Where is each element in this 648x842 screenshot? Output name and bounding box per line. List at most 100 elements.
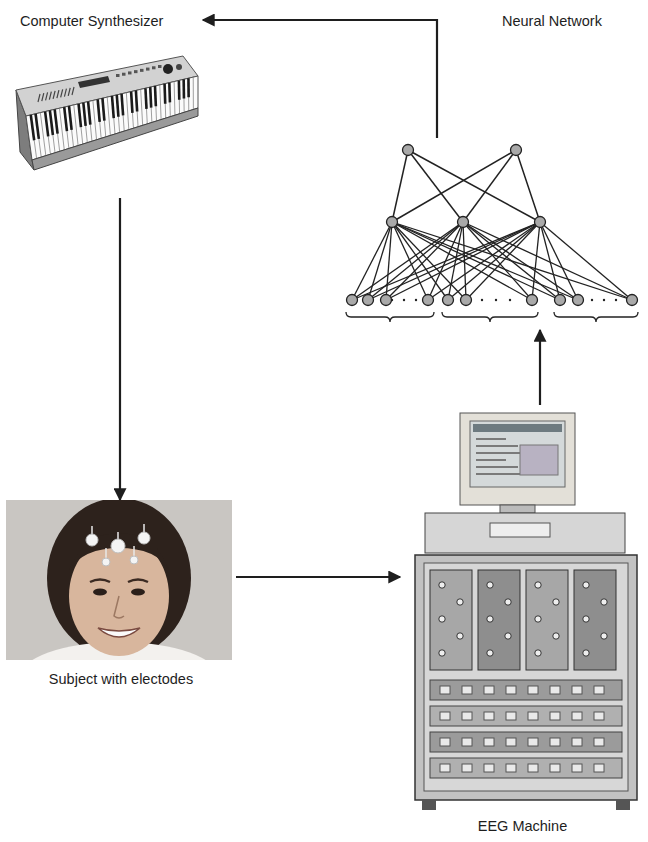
eeg-machine-picture-part: [422, 800, 436, 810]
ellipsis-dot: [481, 299, 483, 301]
ellipsis-dot: [603, 299, 605, 301]
synthesizer-picture-part: [145, 88, 147, 124]
eeg-machine-picture-part: [535, 616, 541, 622]
synthesizer-picture-part: [131, 92, 133, 129]
synthesizer-picture-part: [165, 84, 166, 118]
synthesizer-picture-part: [32, 108, 198, 170]
eeg-machine-picture-part: [550, 764, 560, 772]
eeg-machine-picture-part: [594, 712, 604, 720]
network-picture-part: [463, 150, 516, 222]
node-label: Computer Synthesizer: [20, 13, 163, 30]
eeg-machine-picture-part: [553, 599, 559, 605]
synthesizer-picture-part: [160, 85, 161, 120]
synthesizer-picture-part: [88, 102, 92, 142]
eeg-machine-picture-part: [425, 513, 625, 553]
node-label: Neural Network: [502, 13, 602, 30]
synthesizer-picture-part: [145, 88, 146, 109]
neuron: [347, 295, 358, 306]
eeg-machine-picture-part: [430, 758, 622, 778]
synthesizer-picture-part: [169, 83, 170, 117]
synthesizer-picture-part: [68, 88, 70, 96]
synthesizer-picture-part: [136, 90, 138, 126]
cabinet: [415, 555, 637, 800]
input-bracket: [554, 312, 638, 322]
synthesizer-picture-part: [122, 94, 125, 131]
eeg-machine-picture-part: [553, 633, 559, 639]
network-picture-part: [466, 222, 540, 300]
synthesizer-picture-part: [158, 65, 162, 68]
ellipsis-dot: [391, 299, 393, 301]
network-picture-part: [448, 222, 540, 300]
synthesizer-picture-part: [152, 66, 156, 69]
eeg-machine-picture-part: [439, 582, 445, 588]
network-picture-part: [540, 222, 560, 300]
synthesizer-picture-part: [182, 79, 185, 98]
synthesizer-picture-part: [79, 104, 81, 127]
eeg-machine-picture-part: [476, 438, 506, 440]
synthesizer-picture-part: [112, 96, 114, 118]
subject-photo-part: [47, 500, 191, 658]
flow-arrow: [539, 330, 541, 405]
eeg-machine-picture-part: [535, 650, 541, 656]
neuron: [363, 295, 374, 306]
eeg-machine-picture-part: [594, 738, 604, 746]
synthesizer-picture-part: [183, 79, 185, 112]
synthesizer-picture-part: [53, 91, 55, 99]
picture-node: EEG Machine: [400, 405, 645, 840]
network-picture-part: [392, 222, 578, 300]
eeg-machine-picture-part: [476, 466, 518, 468]
synthesizer-picture-part: [36, 114, 42, 157]
eeg-machine-picture-part: [440, 712, 450, 720]
synthesizer-picture-part: [140, 69, 144, 72]
eeg-machine-picture-part: [430, 706, 622, 726]
eeg-machine-picture-part: [484, 764, 494, 772]
eeg-machine-picture-part: [572, 712, 582, 720]
neuron: [387, 217, 398, 228]
neuron: [535, 217, 546, 228]
subject-photo-part: [98, 628, 140, 637]
synthesizer-picture-part: [155, 86, 157, 121]
synthesizer-picture-part: [36, 114, 39, 139]
eeg-machine-picture-part: [506, 738, 516, 746]
eeg-machine-picture-part: [462, 712, 472, 720]
synthesizer-picture-part: [72, 87, 74, 95]
synthesizer-picture-part: [154, 86, 157, 106]
synthesizer-picture-part: [46, 92, 48, 100]
ellipsis-dot: [509, 299, 511, 301]
neuron: [381, 295, 392, 306]
eeg-machine-picture-part: [439, 616, 445, 622]
eeg-machine-picture-part: [506, 712, 516, 720]
synthesizer-picture-part: [126, 93, 129, 130]
eeg-machine-picture-part: [535, 582, 541, 588]
synthesizer-picture-part: [64, 107, 69, 148]
eeg-machine-picture-part: [505, 599, 511, 605]
synthesizer-picture-part: [102, 98, 104, 120]
subject-photo-part: [128, 580, 148, 583]
synthesizer-picture-part: [98, 99, 100, 122]
eeg-machine-picture-part: [424, 563, 628, 791]
network-picture-part: [516, 150, 540, 222]
eeg-machine-picture-part: [583, 582, 589, 588]
ellipsis-dot: [615, 299, 617, 301]
synthesizer-picture-part: [193, 77, 194, 109]
ellipsis-dot: [495, 299, 497, 301]
ellipsis-dot: [591, 299, 593, 301]
synthesizer-picture-part: [117, 95, 120, 133]
network-picture-part: [532, 222, 540, 300]
synthesizer-picture-part: [176, 64, 182, 70]
eeg-machine-picture-part: [506, 686, 516, 694]
network-picture-part: [386, 222, 463, 300]
subject-photo-part: [93, 589, 107, 596]
eeg-machine-picture-part: [572, 738, 582, 746]
synthesizer-picture-part: [61, 89, 63, 97]
eeg-machine-picture-part: [478, 570, 520, 670]
synthesizer-picture-part: [79, 104, 83, 144]
synthesizer-picture-part: [74, 105, 78, 146]
synthesizer-picture-part: [31, 115, 34, 140]
eeg-machine-picture-part: [505, 633, 511, 639]
neuron: [443, 295, 454, 306]
eeg-machine-picture-part: [430, 732, 622, 752]
eeg-machine-picture-part: [601, 633, 607, 639]
eeg-machine-picture-part: [528, 738, 538, 746]
